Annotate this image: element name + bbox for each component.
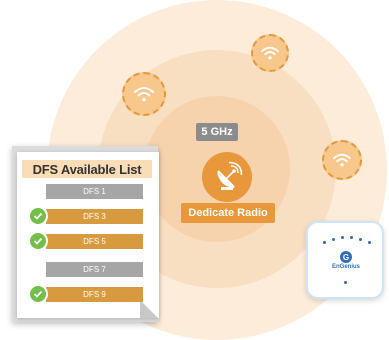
dedicate-radio-label: Dedicate Radio: [181, 203, 275, 223]
engenius-logo-icon: G: [340, 251, 352, 263]
dfs-list-item: DFS 7: [46, 262, 143, 277]
check-icon: [28, 206, 48, 226]
access-point-device: G EnGenius: [306, 221, 384, 299]
dfs-list-item: DFS 1: [46, 184, 143, 199]
band-label: 5 GHz: [196, 123, 238, 141]
wifi-icon: [251, 34, 289, 72]
dfs-item-label: DFS 7: [83, 265, 106, 274]
dfs-item-label: DFS 1: [83, 187, 106, 196]
dfs-item-label: DFS 5: [83, 237, 106, 246]
dfs-item-label: DFS 9: [83, 290, 106, 299]
dfs-list-title: DFS Available List: [22, 160, 152, 178]
brand-label: EnGenius: [331, 264, 360, 270]
check-icon: [28, 231, 48, 251]
led-dot: [359, 238, 362, 241]
wifi-icon: [322, 140, 362, 180]
wifi-icon: [122, 72, 166, 116]
satellite-dish-icon: [202, 152, 252, 202]
led-dot: [341, 236, 344, 239]
led-dot: [368, 241, 371, 244]
paper-fold-corner: [140, 300, 158, 318]
dfs-item-label: DFS 3: [83, 212, 106, 221]
check-icon: [28, 284, 48, 304]
dfs-list-item: DFS 9: [46, 287, 143, 302]
dfs-list-item: DFS 3: [46, 209, 143, 224]
led-dot: [350, 236, 353, 239]
dfs-list-item: DFS 5: [46, 234, 143, 249]
led-dot: [332, 238, 335, 241]
led-dot: [323, 241, 326, 244]
status-led: [344, 281, 347, 284]
